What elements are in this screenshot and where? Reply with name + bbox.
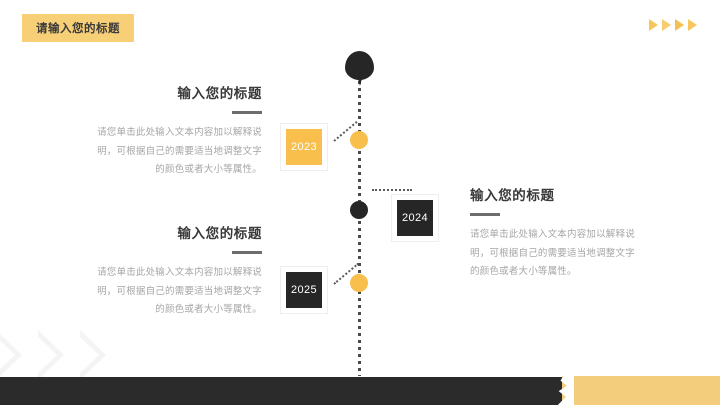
block-heading: 输入您的标题 (470, 188, 555, 203)
heading-divider (232, 111, 262, 115)
balloon-pin-icon (345, 51, 374, 87)
timeline-dotted-line (358, 74, 361, 376)
arrow-right-icon (688, 19, 697, 31)
timeline-node-2025[interactable] (350, 274, 368, 292)
slide-title-chip[interactable]: 请输入您的标题 (22, 14, 134, 42)
content-block-3: 输入您的标题 请您单击此处输入文本内容加以解释说明，可根据自己的需要适当地调整文… (470, 188, 638, 282)
year-label: 2024 (401, 212, 429, 224)
heading-divider (232, 251, 262, 255)
year-marker-2024[interactable]: 2024 (392, 195, 438, 241)
timeline-node-2023[interactable] (350, 131, 368, 149)
arrow-right-icon (649, 19, 658, 31)
arrow-right-icon (675, 19, 684, 31)
year-label: 2025 (290, 284, 318, 296)
block-heading: 输入您的标题 (177, 86, 262, 101)
year-marker-2023[interactable]: 2023 (281, 124, 327, 170)
year-label: 2023 (290, 141, 318, 153)
block-heading: 输入您的标题 (177, 226, 262, 241)
connector-2024 (372, 189, 412, 191)
content-block-2: 输入您的标题 请您单击此处输入文本内容加以解释说明，可根据自己的需要适当地调整文… (94, 226, 262, 320)
chevron-right-icon (38, 330, 64, 380)
page-title: 请输入您的标题 (36, 23, 120, 35)
arrow-right-icon (662, 19, 671, 31)
chevron-right-icon (0, 330, 22, 380)
content-block-1: 输入您的标题 请您单击此处输入文本内容加以解释说明，可根据自己的需要适当地调整文… (94, 86, 262, 180)
chevron-right-icon (80, 330, 106, 380)
block-body-text: 请您单击此处输入文本内容加以解释说明，可根据自己的需要适当地调整文字的颜色或者大… (97, 127, 262, 176)
timeline-node-2024[interactable] (350, 201, 368, 219)
footer-tape-accent (562, 376, 720, 405)
year-marker-2025[interactable]: 2025 (281, 267, 327, 313)
block-body-text: 请您单击此处输入文本内容加以解释说明，可根据自己的需要适当地调整文字的颜色或者大… (470, 229, 635, 278)
block-body-text: 请您单击此处输入文本内容加以解释说明，可根据自己的需要适当地调整文字的颜色或者大… (97, 267, 262, 316)
heading-divider (470, 213, 500, 217)
decor-arrow-group (649, 19, 697, 31)
